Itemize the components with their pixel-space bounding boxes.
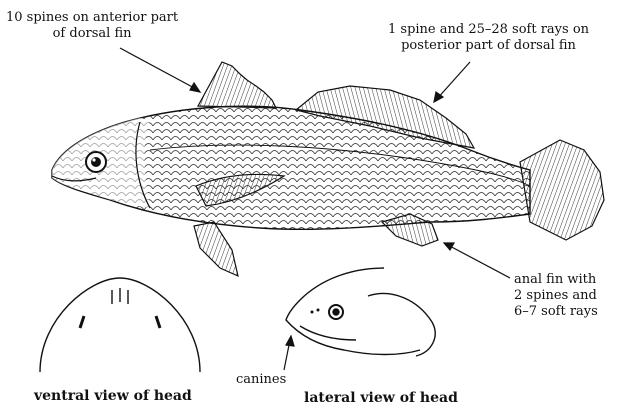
dorsal-anterior-line-1: 10 spines on anterior part (6, 10, 178, 26)
lateral-head-drawing (286, 268, 435, 356)
anal-fin-line-1: anal fin with (514, 272, 598, 288)
ventral-head-drawing (40, 278, 200, 372)
dorsal-anterior-label: 10 spines on anterior part of dorsal fin (6, 10, 178, 42)
caudal-fin (520, 140, 604, 240)
anal-fin-label: anal fin with 2 spines and 6–7 soft rays (514, 272, 598, 320)
dorsal-posterior-line-1: 1 spine and 25–28 soft rays on (388, 22, 589, 38)
pelvic-fin (194, 222, 238, 276)
dorsal-anterior-line-2: of dorsal fin (6, 26, 178, 42)
anal-fin-line-3: 6–7 soft rays (514, 304, 598, 320)
canines-label: canines (236, 372, 286, 388)
anterior-dorsal-fin (198, 62, 276, 108)
ventral-view-caption: ventral view of head (34, 388, 192, 404)
dorsal-posterior-line-2: posterior part of dorsal fin (388, 38, 589, 54)
anal-fin-line-2: 2 spines and (514, 288, 598, 304)
lateral-view-caption: lateral view of head (304, 390, 458, 406)
dorsal-posterior-label: 1 spine and 25–28 soft rays on posterior… (388, 22, 589, 54)
